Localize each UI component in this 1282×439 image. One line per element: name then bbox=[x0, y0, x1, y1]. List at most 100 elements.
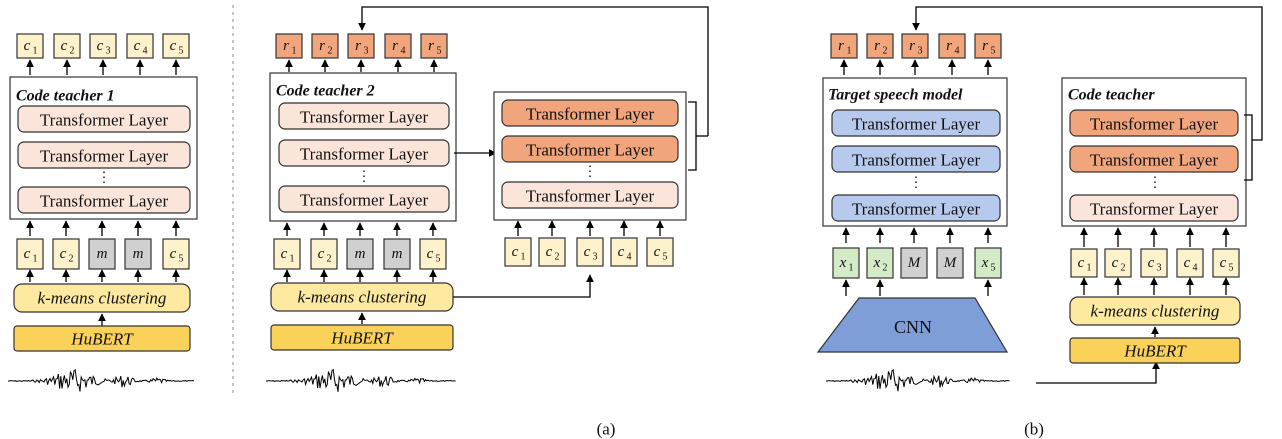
target-r-token bbox=[866, 33, 894, 59]
teacher-code-token-subscript: 5 bbox=[1229, 263, 1234, 274]
teacher-code-token-letter: c bbox=[1112, 255, 1119, 271]
branch-code-token-letter: c bbox=[654, 244, 661, 260]
transformer-layer-label: Transformer Layer bbox=[40, 111, 169, 130]
input-code-token-subscript: 5 bbox=[179, 254, 184, 265]
transformer-layer-orange-label: Transformer Layer bbox=[526, 105, 655, 124]
transformer-layer bbox=[278, 139, 450, 167]
target-r-token bbox=[974, 33, 1002, 59]
top-code-token-letter: c bbox=[24, 38, 31, 54]
target-r-token-letter: r bbox=[982, 38, 988, 54]
teacher-code-token bbox=[1070, 248, 1098, 278]
ellipsis-dots: ⋮ bbox=[1148, 176, 1162, 191]
target-r-token bbox=[830, 33, 858, 59]
mask-token bbox=[900, 247, 928, 279]
transformer-layer-blue-label: Transformer Layer bbox=[852, 200, 981, 219]
target-r-token-subscript: 1 bbox=[292, 46, 297, 57]
target-r-token bbox=[347, 33, 375, 59]
transformer-layer-orange-label: Transformer Layer bbox=[1090, 115, 1219, 134]
transformer-layer bbox=[501, 181, 679, 209]
mask-token-letter: m bbox=[97, 246, 108, 262]
feature-token-letter: x bbox=[981, 255, 989, 271]
teacher-code-token-letter: c bbox=[1148, 255, 1155, 271]
kmeans-label: k-means clustering bbox=[298, 288, 427, 307]
top-code-token-letter: c bbox=[134, 38, 141, 54]
target-r-token-subscript: 5 bbox=[991, 46, 996, 57]
input-code-token-letter: c bbox=[281, 246, 288, 262]
input-code-token bbox=[273, 238, 301, 270]
feature-token-subscript: 5 bbox=[991, 263, 996, 274]
input-code-token bbox=[419, 238, 447, 270]
target-r-token-letter: r bbox=[946, 38, 952, 54]
mask-token-letter: M bbox=[943, 255, 958, 271]
teacher-code-token bbox=[1140, 248, 1168, 278]
kmeans-box-b bbox=[1069, 296, 1241, 326]
transformer-layer-label: Transformer Layer bbox=[40, 147, 169, 166]
kmeans-to-codes-arrow bbox=[453, 274, 594, 298]
target-r-token bbox=[938, 33, 966, 59]
transformer-layer-blue-label: Transformer Layer bbox=[852, 151, 981, 170]
input-code-token-subscript: 1 bbox=[290, 254, 295, 265]
target-r-token-letter: r bbox=[355, 38, 361, 54]
branch-code-token-subscript: 5 bbox=[663, 252, 668, 263]
mask-token bbox=[88, 238, 116, 270]
mask-token bbox=[346, 238, 374, 270]
branch-code-token bbox=[504, 237, 532, 267]
transformer-layer-blue bbox=[831, 194, 1001, 222]
target-r-token bbox=[901, 33, 929, 59]
teacher-code-token-subscript: 2 bbox=[1121, 263, 1126, 274]
target-r-token-letter: r bbox=[428, 38, 434, 54]
transformer-layer bbox=[1069, 194, 1239, 222]
target-r-token-subscript: 5 bbox=[437, 46, 442, 57]
transformer-layer bbox=[278, 102, 450, 130]
mask-token bbox=[124, 238, 152, 270]
transformer-layer-label: Transformer Layer bbox=[40, 192, 169, 211]
bracket-b bbox=[1244, 114, 1253, 181]
cnn-label: CNN bbox=[894, 317, 932, 337]
kmeans-label: k-means clustering bbox=[38, 289, 167, 308]
target-r-token bbox=[384, 33, 412, 59]
branch-code-token-subscript: 3 bbox=[593, 252, 598, 263]
transformer-layer-orange-label: Transformer Layer bbox=[526, 141, 655, 160]
transformer-layer-label: Transformer Layer bbox=[300, 108, 429, 127]
teacher-code-token bbox=[1176, 248, 1204, 278]
feature-token-letter: x bbox=[839, 255, 847, 271]
caption-a: (a) bbox=[597, 420, 616, 439]
target-r-token-subscript: 3 bbox=[918, 46, 923, 57]
top-code-token bbox=[126, 33, 154, 59]
mask-token-letter: M bbox=[907, 255, 922, 271]
bracket bbox=[688, 101, 697, 171]
transformer-layer-orange bbox=[1069, 145, 1239, 173]
target-r-token bbox=[275, 33, 303, 59]
hubert-box-a2 bbox=[270, 324, 454, 351]
transformer-layer bbox=[17, 141, 191, 169]
transformer-layer-orange bbox=[501, 135, 679, 163]
top-code-token bbox=[89, 33, 117, 59]
target-r-token-letter: r bbox=[838, 38, 844, 54]
input-code-token-letter: c bbox=[24, 246, 31, 262]
target-r-token-letter: r bbox=[319, 38, 325, 54]
waveform-b bbox=[825, 368, 1010, 392]
target-r-token-letter: r bbox=[283, 38, 289, 54]
teacher-code-token-letter: c bbox=[1220, 255, 1227, 271]
target-r-token-letter: r bbox=[874, 38, 880, 54]
branch-code-token-subscript: 4 bbox=[627, 252, 632, 263]
input-code-token bbox=[310, 238, 338, 270]
transformer-layer-label: Transformer Layer bbox=[1090, 200, 1219, 219]
target-r-token bbox=[420, 33, 448, 59]
input-code-token-subscript: 2 bbox=[327, 254, 332, 265]
top-code-token-subscript: 3 bbox=[106, 46, 111, 57]
hubert-box-a1 bbox=[13, 325, 191, 352]
top-code-token-subscript: 4 bbox=[143, 46, 148, 57]
kmeans-label: k-means clustering bbox=[1091, 302, 1220, 321]
branch-code-token-letter: c bbox=[584, 244, 591, 260]
ellipsis-dots: ⋮ bbox=[909, 176, 923, 191]
mask-token bbox=[936, 247, 964, 279]
waveform-a2 bbox=[265, 368, 456, 392]
branch-code-token-letter: c bbox=[512, 244, 519, 260]
input-code-token-letter: c bbox=[60, 246, 67, 262]
hubert-label: HuBERT bbox=[70, 330, 134, 349]
branch-code-token-subscript: 2 bbox=[555, 252, 560, 263]
input-code-token-letter: c bbox=[170, 246, 177, 262]
top-code-token-subscript: 5 bbox=[179, 46, 184, 57]
